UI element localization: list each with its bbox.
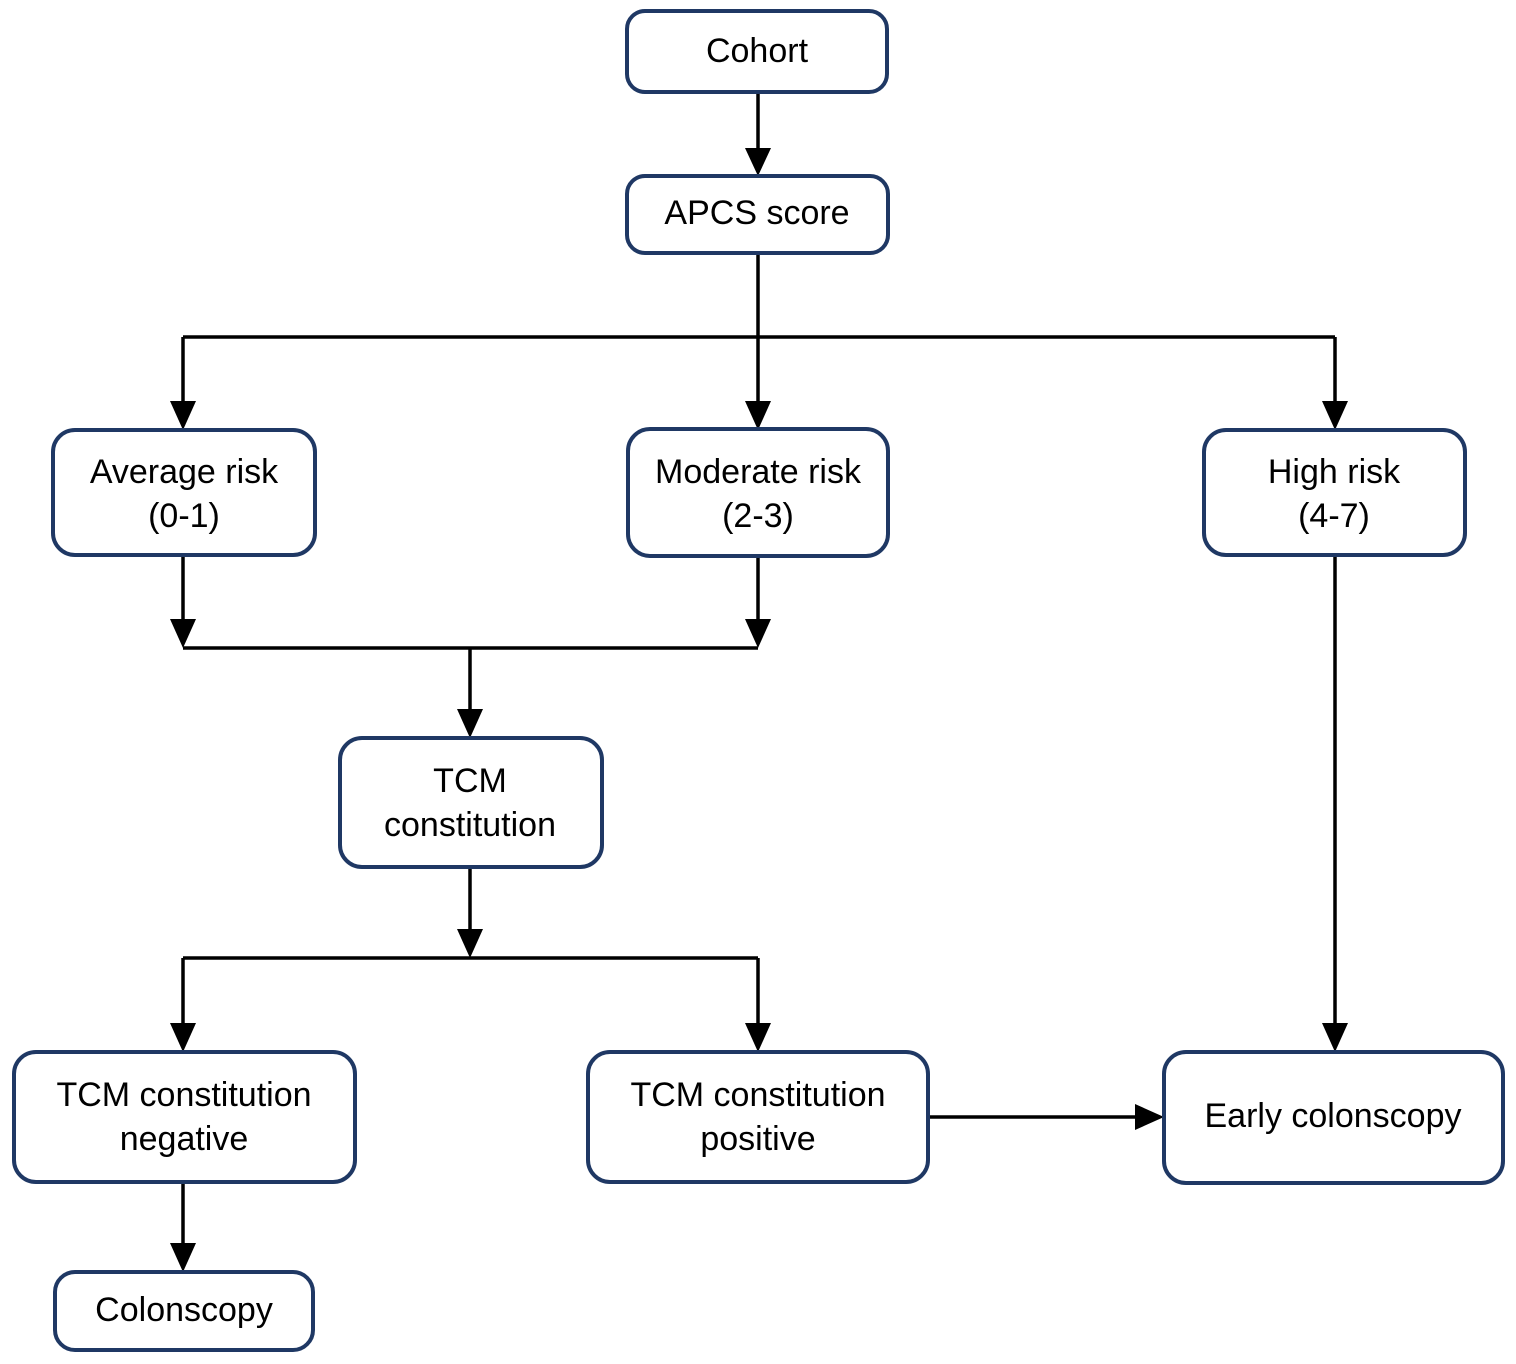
edge-tcm-to-tcm-negative: [170, 958, 196, 1052]
node-tcm-constitution-positive-label-line2: positive: [700, 1120, 815, 1158]
node-moderate-risk-box[interactable]: [626, 427, 890, 558]
node-tcm-constitution-negative-label-line2: negative: [120, 1120, 249, 1158]
edge-moderate-risk-to-merge: [745, 556, 771, 648]
node-cohort[interactable]: Cohort: [625, 9, 889, 94]
node-colonscopy-label: Colonscopy: [95, 1291, 273, 1329]
node-cohort-label: Cohort: [706, 32, 809, 70]
node-average-risk-label-line1: Average risk: [90, 453, 279, 491]
edge-cohort-to-apcs: [745, 92, 771, 176]
node-tcm-constitution-positive[interactable]: TCM constitution positive: [586, 1050, 930, 1184]
node-moderate-risk-label-line1: Moderate risk: [655, 453, 862, 491]
node-high-risk-label-line2: (4-7): [1298, 497, 1370, 535]
edge-layer: [170, 92, 1348, 1272]
node-colonscopy-box[interactable]: [53, 1270, 315, 1352]
node-high-risk-box[interactable]: [1202, 428, 1467, 557]
node-apcs-score[interactable]: APCS score: [625, 174, 890, 255]
edge-apcs-to-average-risk: [170, 337, 196, 430]
node-tcm-constitution[interactable]: TCM constitution: [338, 736, 604, 869]
node-moderate-risk[interactable]: Moderate risk (2-3): [626, 427, 890, 558]
edge-merge-to-tcm: [183, 646, 758, 738]
edge-high-risk-to-early-colonscopy: [1322, 555, 1348, 1052]
node-cohort-box[interactable]: [625, 9, 889, 94]
node-tcm-constitution-label-line1: TCM: [433, 762, 507, 800]
node-tcm-constitution-negative-label-line1: TCM constitution: [56, 1076, 311, 1114]
edge-apcs-bus: [183, 253, 1335, 339]
edge-average-risk-to-merge: [170, 555, 196, 648]
node-tcm-constitution-label-line2: constitution: [384, 806, 556, 844]
edge-tcm-positive-to-early-colonscopy: [928, 1104, 1164, 1130]
node-early-colonscopy-box[interactable]: [1162, 1050, 1505, 1185]
node-average-risk[interactable]: Average risk (0-1): [51, 428, 317, 557]
node-average-risk-box[interactable]: [51, 428, 317, 557]
node-tcm-constitution-box[interactable]: [338, 736, 604, 869]
node-high-risk[interactable]: High risk (4-7): [1202, 428, 1467, 557]
node-moderate-risk-label-line2: (2-3): [722, 497, 794, 535]
edge-apcs-to-moderate-risk: [745, 337, 771, 430]
node-layer: Cohort APCS score Average risk (0-1) Mod…: [12, 9, 1505, 1352]
node-high-risk-label-line1: High risk: [1268, 453, 1401, 491]
node-apcs-score-label: APCS score: [664, 194, 849, 232]
node-tcm-constitution-negative[interactable]: TCM constitution negative: [12, 1050, 357, 1184]
node-tcm-constitution-positive-box[interactable]: [586, 1050, 930, 1184]
edge-tcm-negative-to-colonscopy: [170, 1182, 196, 1272]
edge-apcs-to-high-risk: [1322, 337, 1348, 430]
edge-tcm-split-bus: [183, 867, 758, 960]
node-colonscopy[interactable]: Colonscopy: [53, 1270, 315, 1352]
node-early-colonscopy-label: Early colonscopy: [1204, 1097, 1461, 1135]
node-apcs-score-box[interactable]: [625, 174, 890, 255]
node-early-colonscopy[interactable]: Early colonscopy: [1162, 1050, 1505, 1185]
edge-tcm-to-tcm-positive: [745, 958, 771, 1052]
node-average-risk-label-line2: (0-1): [148, 497, 220, 535]
node-tcm-constitution-positive-label-line1: TCM constitution: [630, 1076, 885, 1114]
node-tcm-constitution-negative-box[interactable]: [12, 1050, 357, 1184]
